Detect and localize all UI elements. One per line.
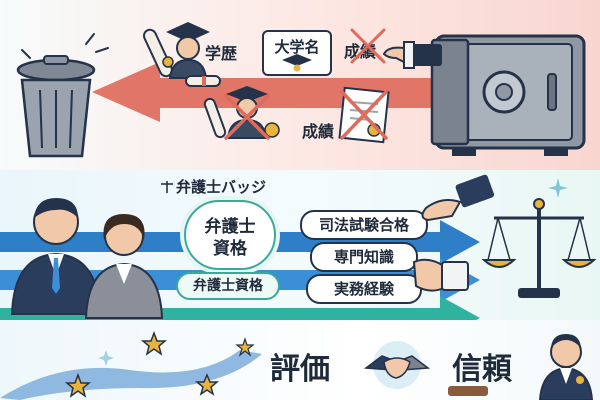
- label-seiseki: 成績: [302, 122, 335, 141]
- cross-mark-icon: [350, 28, 386, 64]
- pill-experience: 実務経験: [306, 274, 422, 304]
- pill-exam: 司法試験合格: [300, 210, 428, 240]
- certificate-icon: [338, 86, 390, 144]
- safe-icon: [430, 34, 586, 156]
- word-trust: 信頼: [452, 352, 512, 387]
- trash-can-icon: [16, 55, 96, 158]
- diploma-icon: [203, 97, 227, 139]
- person-icon: [538, 334, 594, 400]
- sparkle-icon: [98, 350, 114, 366]
- lawyer-badge: 弁護士 資格: [184, 200, 276, 270]
- badge-center-line1: 弁護士: [204, 217, 256, 237]
- badge-center-line2: 資格: [213, 239, 247, 259]
- person-icon: [84, 214, 164, 319]
- handshake-icon: [363, 341, 431, 389]
- star-icon: [64, 372, 92, 398]
- star-icon: [235, 337, 255, 357]
- diploma-icon: [142, 28, 174, 78]
- hand-icon: [412, 258, 469, 292]
- scales-icon: [161, 181, 173, 193]
- scales-icon: [481, 198, 597, 298]
- label-daigakumei: 大学名: [274, 38, 320, 56]
- pill-qualification: 弁護士資格: [176, 272, 280, 300]
- hand-icon: [421, 174, 495, 222]
- star-icon: [140, 330, 168, 356]
- word-evaluation: 評価: [270, 352, 330, 387]
- person-icon: [10, 198, 102, 315]
- medal-icon: [264, 122, 280, 138]
- pill-knowledge: 専門知識: [310, 242, 418, 272]
- hand-icon: [382, 41, 442, 69]
- sparkle-icon: [548, 178, 568, 198]
- badge-title: 弁護士バッジ: [176, 178, 267, 196]
- university-name-card: 大学名: [262, 30, 332, 76]
- cross-mark-icon: [224, 94, 270, 140]
- gavel-icon: [448, 386, 488, 396]
- graduate-icon: [166, 22, 210, 79]
- label-gakureki: 学歴: [205, 44, 238, 63]
- diploma-icon: [185, 75, 221, 87]
- graduation-cap-icon: [282, 54, 312, 72]
- star-icon: [194, 373, 220, 396]
- winding-path: [0, 350, 262, 400]
